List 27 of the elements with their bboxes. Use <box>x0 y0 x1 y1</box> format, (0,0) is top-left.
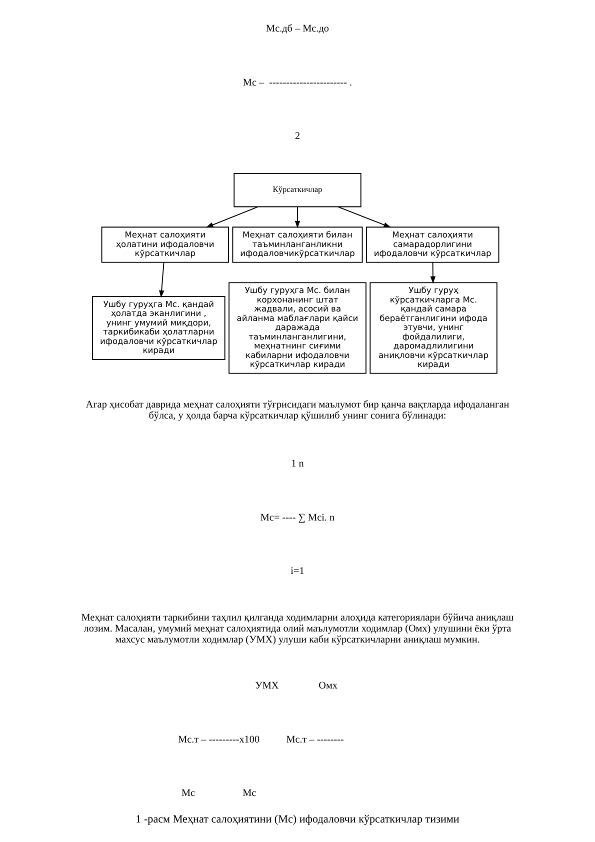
node-box: Кўрсаткичлар <box>234 173 362 208</box>
node-box: Ушбу гуруҳ кўрсаткичларга Мс. қандай самара бераётганлигини ифода этувчи, унинг фойдалилиги, даромадлилигини аниқловчи кўрсаткичлар киради <box>370 282 498 374</box>
arrow <box>206 206 258 228</box>
arrow <box>159 262 164 298</box>
node-box: Меҳнат салоҳияти самарадорлигини ифодаловчи кўрсаткичлар <box>366 226 500 263</box>
caption: 1 -расм Меҳнат салоҳиятини (Мс) ифодаловчи кўрсаткичлар тизими <box>136 814 460 826</box>
node-box: Меҳнат салоҳияти ҳолатини ифодаловчи кўрсаткичлар <box>101 226 230 263</box>
label: Мс <box>242 788 256 800</box>
label: Омх <box>318 680 338 692</box>
label: Мс – ----------------------- . <box>242 77 352 88</box>
label: Мс.дб – Мс.до <box>266 24 329 35</box>
node-box: Меҳнат салоҳияти билан таъминланганликни ифодаловчикўрсаткичлар <box>232 226 363 263</box>
node-box: Ушбу гуруҳга Мс. билан корхонанинг штат жадвали, асосий ва айланма маблағлари қайси даражада таъминланганлигини, меҳнатнинг сиғими кабиларни ифодаловчи кўрсаткичлар киради <box>228 282 366 374</box>
label: Мс= ---- ∑ Мсi. n <box>260 512 335 524</box>
node-box: Ушбу гуруҳга Мс. қандай ҳолатда эканлигини , унинг умумий миқдори, таркибикаби ҳолатларни ифодаловчи кўрсаткичлар киради <box>92 296 226 360</box>
label: Мс.т – ---------х100 <box>178 734 260 746</box>
arrow <box>294 206 300 228</box>
label: Агар ҳисобат даврида меҳнат салоҳияти тўғрисидаги маълумот бир қанча вақтларда ифодаланган бўлса, у ҳолда барча кўрсаткичлар қўшилиб унинг сонига бўлинади: <box>86 399 510 422</box>
label: 1 n <box>291 458 304 470</box>
label: Мс.т – -------- <box>286 734 344 746</box>
label: Мс <box>182 788 196 800</box>
label: i=1 <box>290 566 304 577</box>
label: УМХ <box>255 680 279 692</box>
label: 2 <box>294 131 300 142</box>
arrow <box>430 262 436 284</box>
label: Меҳнат салоҳияти таркибини таҳлил қилганда ходимларни алоҳида категориялари бўйича аниқлаш лозим. Масалан, умумий меҳнат салоҳиятида олий маълумотли ходимлар (Омх) улушини ёки ўрта махсус маълумотли ходимлар (УМХ) улуши каби кўрсаткичларни аниқлаш мумкин. <box>81 612 514 646</box>
arrow <box>338 206 392 228</box>
